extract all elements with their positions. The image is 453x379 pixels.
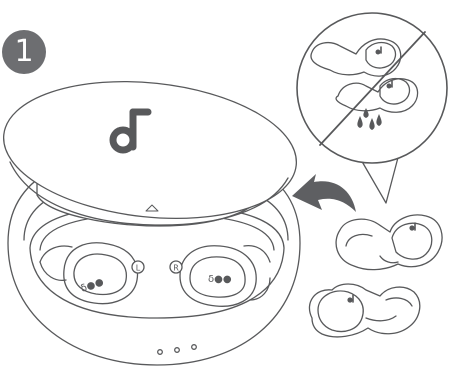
soundcore-logo	[109, 108, 152, 154]
lid-top	[2, 80, 298, 220]
curved-arrow-icon	[292, 174, 356, 212]
water-drops	[357, 108, 382, 130]
earbud-top-icon	[310, 38, 402, 77]
left-earbud-in-case: δ●●	[39, 242, 139, 305]
prohibition-slash	[319, 31, 426, 146]
earbud-right-loose	[335, 214, 443, 271]
water-drop	[376, 114, 382, 126]
left-slot-label: L	[136, 264, 141, 273]
earbud-left-loose	[308, 283, 421, 338]
earbud-wet-icon	[335, 77, 419, 113]
led-indicators	[157, 344, 197, 355]
right-slot-marker: R	[169, 260, 183, 274]
right-earbud-in-case: δ●●	[179, 244, 271, 307]
led-indicator	[157, 349, 163, 355]
step-number-badge: 1	[2, 30, 46, 74]
left-slot-marker: L	[131, 260, 145, 274]
water-drop	[369, 118, 375, 130]
prohibited-water-diagram	[296, 12, 448, 204]
water-drop	[363, 108, 369, 118]
svg-text:δ●●: δ●●	[208, 274, 232, 285]
right-slot-label: R	[173, 264, 179, 273]
water-drop	[357, 116, 363, 128]
case-lid	[2, 80, 298, 227]
lid-triangle-mark	[145, 204, 159, 212]
led-indicator	[191, 344, 197, 350]
lid-rim	[9, 161, 289, 226]
led-indicator	[174, 347, 180, 353]
